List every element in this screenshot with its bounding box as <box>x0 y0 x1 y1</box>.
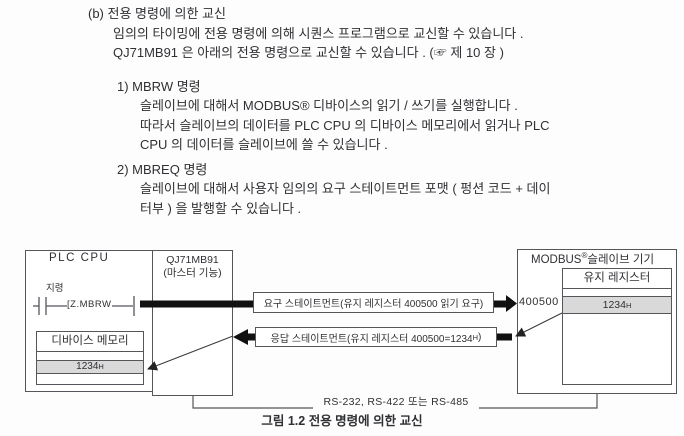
holding-register-header: 유지 레지스터 <box>563 269 671 289</box>
device-memory-table: 디바이스 메모리 1234H <box>36 331 144 385</box>
response-arrow-bar-right <box>497 333 512 341</box>
master-module-box: QJ71MB91 (마스터 기능) <box>152 250 233 396</box>
master-module-function: (마스터 기능) <box>163 266 222 279</box>
request-statement-label: 요구 스테이트먼트(유지 레지스터 400500 읽기 요구) <box>253 292 494 313</box>
item-2-title: 2) MBREQ 명령 <box>117 161 208 177</box>
section-heading: (b) 전용 명령에 의한 교신 <box>88 6 226 21</box>
holding-register-table: 유지 레지스터 1234H <box>562 268 672 385</box>
response-statement-text: 응답 스테이트먼트(유지 레지스터 400500=1234 <box>270 333 473 345</box>
response-statement-suffix: H <box>472 332 478 342</box>
modbus-brand: MODBUS <box>531 254 582 266</box>
intro-line-1: 임의의 타이밍에 전용 명령에 의해 시퀀스 프로그램으로 교신할 수 있습니다… <box>113 25 524 41</box>
item-2-line-2: 터부 ) 을 발행할 수 있습니다 . <box>140 200 302 216</box>
item-2-line-1: 슬레이브에 대해서 사용자 임의의 요구 스테이트먼트 포맷 ( 펑션 코드 +… <box>140 181 551 196</box>
modbus-slave-label-rest: 슬레이브 기기 <box>587 254 655 266</box>
item-1-title: 1) MBRW 명령 <box>117 78 201 94</box>
bus-type-label: RS-232, RS-422 또는 RS-485 <box>313 394 479 409</box>
item-1-line-2: 따라서 슬레이브의 데이터를 PLC CPU 의 디바이스 메모리에서 읽거나 … <box>140 117 550 133</box>
device-memory-value: 1234 <box>76 361 99 372</box>
holding-register-empty-row <box>563 289 671 297</box>
response-arrow-bar-left <box>247 333 255 341</box>
ladder-condition-label: 지령 <box>46 283 64 294</box>
master-module-name: QJ71MB91 <box>166 254 219 266</box>
item-1-line-1: 슬레이브에 대해서 MODBUS® 디바이스의 읽기 / 쓰기를 실행합니다 . <box>140 98 518 113</box>
device-memory-header: 디바이스 메모리 <box>37 332 143 352</box>
item-1-line-3: CPU 의 데이터를 슬레이브에 쓸 수 있습니다 . <box>140 137 388 152</box>
modbus-slave-label: MODBUS®슬레이브 기기 <box>531 251 654 267</box>
register-address-label: 400500 <box>519 296 559 308</box>
body-text: (b) 전용 명령에 의한 교신 임의의 타이밍에 전용 명령에 의해 시퀀스 … <box>0 4 684 218</box>
device-memory-value-suffix: H <box>98 362 104 371</box>
plc-cpu-label: PLC CPU <box>49 252 110 264</box>
intro-line-2: QJ71MB91 은 아래의 전용 명령으로 교신할 수 있습니다 . (☞ 제… <box>113 45 504 60</box>
holding-register-value-suffix: H <box>625 301 632 310</box>
figure-caption: 그림 1.2 전용 명령에 의한 교신 <box>261 414 423 428</box>
holding-register-value-row: 1234H <box>563 297 671 314</box>
holding-register-value: 1234 <box>602 299 626 311</box>
request-arrow-bar-right <box>494 300 506 308</box>
request-arrowhead-icon <box>506 295 517 312</box>
registered-mark: ® <box>581 251 588 261</box>
response-arrowhead-icon <box>233 329 248 345</box>
ladder-instruction-label: [Z.MBRW <box>67 299 112 310</box>
device-memory-value-row: 1234H <box>37 361 143 374</box>
device-memory-empty-row <box>37 352 143 361</box>
response-statement-close: ) <box>478 331 482 343</box>
